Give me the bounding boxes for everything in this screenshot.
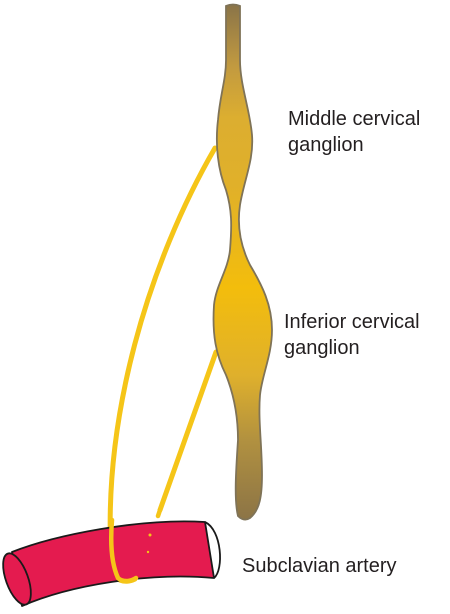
artery-highlight-dot <box>148 533 152 537</box>
nerve-on-artery <box>109 517 139 584</box>
inferior-label-line2: ganglion <box>284 337 360 359</box>
nerve-on-artery-2 <box>155 507 163 519</box>
artery-highlight-dot <box>146 550 150 554</box>
middle-ganglion-nerve <box>107 145 218 584</box>
subclavian-artery-label: Subclavian artery <box>242 555 397 577</box>
inferior-label-line1: Inferior cervical <box>284 311 420 333</box>
middle-cervical-ganglion-label: Middle cervical ganglion <box>288 106 420 158</box>
sympathetic-trunk <box>212 3 273 521</box>
inferior-cervical-ganglion-label: Inferior cervical ganglion <box>284 309 420 361</box>
middle-label-line1: Middle cervical <box>288 108 421 130</box>
middle-label-line2: ganglion <box>288 134 364 156</box>
inferior-ganglion-nerve <box>157 349 219 513</box>
